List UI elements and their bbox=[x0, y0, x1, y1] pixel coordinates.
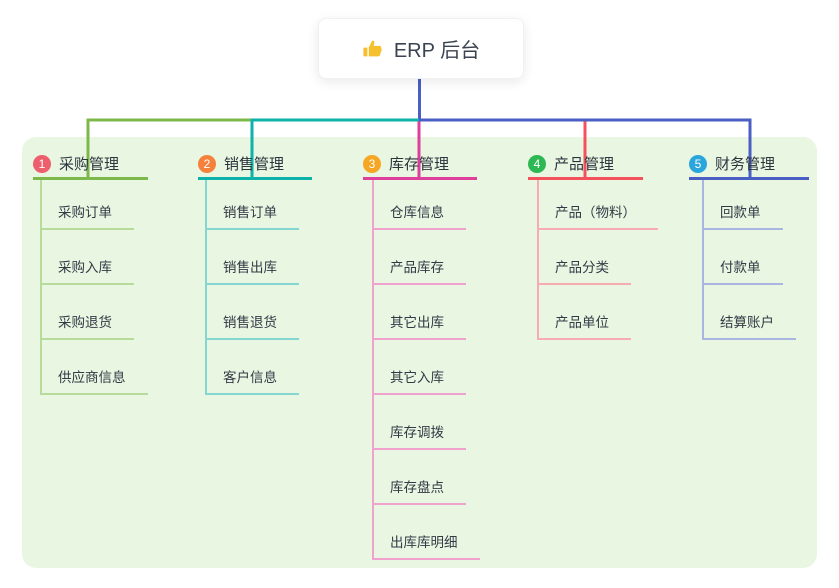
child-other-outbound[interactable]: 其它出库 bbox=[372, 310, 466, 340]
child-outbound-detail[interactable]: 出库库明细 bbox=[372, 530, 480, 560]
branch-number-badge: 4 bbox=[528, 154, 546, 173]
child-settlement-account[interactable]: 结算账户 bbox=[702, 310, 796, 340]
child-purchase-return[interactable]: 采购退货 bbox=[40, 310, 134, 340]
branch-number-badge: 3 bbox=[363, 154, 381, 173]
branch-label: 采购管理 bbox=[59, 156, 120, 173]
child-other-inbound[interactable]: 其它入库 bbox=[372, 365, 466, 395]
child-payment-order[interactable]: 付款单 bbox=[702, 255, 783, 285]
branch-number-badge: 5 bbox=[689, 154, 707, 173]
thumbs-up-icon bbox=[363, 40, 382, 56]
child-stock-transfer[interactable]: 库存调拨 bbox=[372, 420, 466, 450]
root-title: ERP 后台 bbox=[393, 40, 481, 62]
branches-panel bbox=[22, 137, 817, 568]
child-product-unit[interactable]: 产品单位 bbox=[537, 310, 631, 340]
branch-inventory[interactable]: 3 库存管理 bbox=[363, 150, 477, 180]
child-product-category[interactable]: 产品分类 bbox=[537, 255, 631, 285]
child-warehouse-info[interactable]: 仓库信息 bbox=[372, 200, 466, 230]
child-sales-return[interactable]: 销售退货 bbox=[205, 310, 299, 340]
child-product-stock[interactable]: 产品库存 bbox=[372, 255, 466, 285]
child-purchase-order[interactable]: 采购订单 bbox=[40, 200, 134, 230]
child-purchase-inbound[interactable]: 采购入库 bbox=[40, 255, 134, 285]
branch-sales[interactable]: 2 销售管理 bbox=[198, 150, 312, 180]
child-sales-order[interactable]: 销售订单 bbox=[205, 200, 299, 230]
branch-number-badge: 2 bbox=[198, 154, 216, 173]
branch-label: 库存管理 bbox=[389, 156, 450, 173]
branch-label: 产品管理 bbox=[554, 156, 615, 173]
branch-finance[interactable]: 5 财务管理 bbox=[689, 150, 809, 180]
child-receipt-order[interactable]: 回款单 bbox=[702, 200, 783, 230]
branch-label: 销售管理 bbox=[224, 156, 285, 173]
child-customer-info[interactable]: 客户信息 bbox=[205, 365, 299, 395]
child-stock-count[interactable]: 库存盘点 bbox=[372, 475, 466, 505]
child-sales-outbound[interactable]: 销售出库 bbox=[205, 255, 299, 285]
branch-purchase[interactable]: 1 采购管理 bbox=[33, 150, 148, 180]
root-node[interactable]: ERP 后台 bbox=[318, 18, 524, 79]
branch-label: 财务管理 bbox=[715, 156, 776, 173]
child-supplier-info[interactable]: 供应商信息 bbox=[40, 365, 148, 395]
branch-product[interactable]: 4 产品管理 bbox=[528, 150, 643, 180]
child-product-material[interactable]: 产品（物料） bbox=[537, 200, 658, 230]
branch-number-badge: 1 bbox=[33, 154, 51, 173]
